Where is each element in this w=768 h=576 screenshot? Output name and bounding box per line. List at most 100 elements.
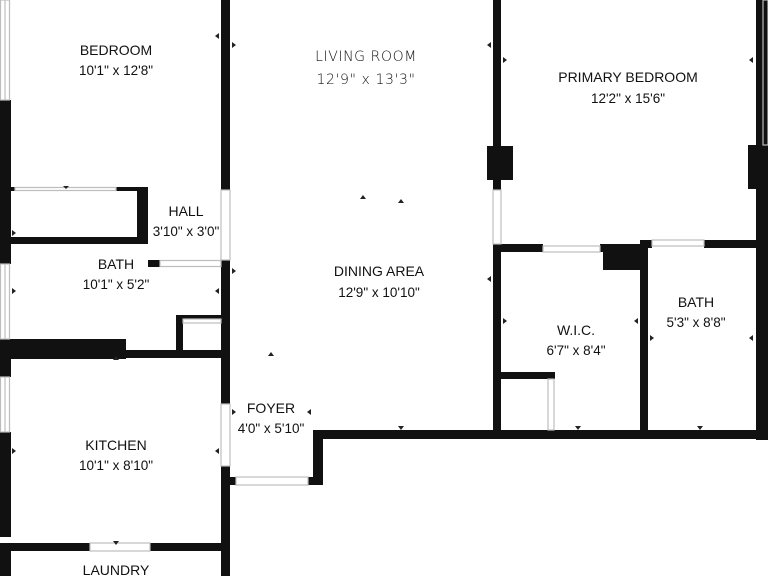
room-name: DINING AREA bbox=[334, 263, 425, 279]
room-foyer: FOYER 4'0" x 5'10" bbox=[238, 400, 305, 436]
marker bbox=[12, 448, 16, 454]
marker bbox=[268, 352, 274, 356]
marker bbox=[215, 33, 219, 39]
marker bbox=[749, 57, 753, 63]
room-dimensions: 5'3" x 8'8" bbox=[666, 315, 725, 330]
room-kitchen: KITCHEN 10'1" x 8'10" bbox=[79, 437, 153, 473]
marker bbox=[232, 268, 236, 274]
wall-bath-bottom-thick bbox=[0, 339, 126, 359]
marker bbox=[215, 288, 219, 294]
wic-shelf-edge bbox=[547, 378, 555, 431]
room-dimensions: 10'1" x 5'2" bbox=[83, 277, 150, 292]
wall-foyer-right bbox=[313, 430, 323, 485]
door-bedroom-right-top bbox=[762, 0, 768, 146]
wall-hall-left bbox=[137, 187, 148, 244]
room-primary-bedroom: PRIMARY BEDROOM 12'2" x 15'6" bbox=[558, 69, 698, 106]
room-dimensions: 4'0" x 5'10" bbox=[238, 421, 305, 436]
room-name: BATH bbox=[98, 256, 134, 272]
wall-left-outer-kitchen-low bbox=[0, 432, 11, 537]
wall-bedroom-right bbox=[221, 0, 230, 190]
marker bbox=[12, 288, 16, 294]
room-labels: BEDROOM 10'1" x 12'8" LIVING ROOM 12'9" … bbox=[79, 42, 726, 576]
dimension-markers bbox=[12, 33, 753, 545]
wall-kitchen-bottom-left bbox=[0, 543, 90, 551]
wall-left-outer-mid bbox=[0, 195, 11, 245]
room-dimensions: 10'1" x 12'8" bbox=[79, 63, 153, 78]
marker bbox=[575, 426, 581, 430]
room-dimensions: 12'9" x 13'3" bbox=[316, 72, 415, 88]
wall-left-outer-top bbox=[0, 100, 11, 195]
room-dimensions: 3'10" x 3'0" bbox=[153, 224, 220, 239]
room-name: LIVING ROOM bbox=[315, 49, 417, 65]
marker bbox=[749, 335, 753, 341]
room-dimensions: 6'7" x 8'4" bbox=[546, 343, 605, 358]
room-name: W.I.C. bbox=[557, 322, 595, 338]
marker bbox=[113, 541, 119, 545]
wall-wic-bath-divider bbox=[640, 240, 648, 439]
room-dimensions: 10'1" x 8'10" bbox=[79, 458, 153, 473]
room-bath-1: BATH 10'1" x 5'2" bbox=[83, 256, 150, 292]
wall-left-outer-bath bbox=[0, 244, 11, 264]
room-dimensions: 12'2" x 15'6" bbox=[591, 91, 665, 106]
wall-bath-top bbox=[11, 237, 148, 244]
wall-hall-bottom-stub bbox=[148, 260, 160, 267]
door-bath2-top bbox=[651, 239, 705, 247]
wall-kitchen-right bbox=[221, 358, 230, 404]
room-name: BEDROOM bbox=[80, 42, 152, 58]
marker bbox=[398, 426, 404, 430]
marker bbox=[503, 318, 507, 324]
room-living-room: LIVING ROOM 12'9" x 13'3" bbox=[315, 49, 417, 88]
door-closet-top bbox=[182, 318, 222, 324]
wall-primary-bottom bbox=[493, 430, 768, 439]
wall-wic-shelf bbox=[501, 372, 555, 379]
door-foyer-bottom bbox=[235, 476, 309, 486]
room-name: KITCHEN bbox=[85, 437, 146, 453]
wall-wic-top-block bbox=[603, 244, 643, 270]
room-name: BATH bbox=[678, 294, 714, 310]
wall-bath2-top-right bbox=[704, 240, 760, 248]
wall-dining-bottom bbox=[313, 430, 500, 439]
wall-kitchen-bottom-right bbox=[150, 543, 230, 551]
marker bbox=[113, 356, 119, 360]
marker bbox=[63, 186, 69, 189]
wall-left-outer-bottom bbox=[0, 551, 11, 576]
marker bbox=[307, 409, 311, 415]
marker bbox=[634, 318, 638, 324]
marker bbox=[503, 57, 507, 63]
door-laundry bbox=[89, 542, 151, 552]
room-bedroom: BEDROOM 10'1" x 12'8" bbox=[79, 42, 153, 78]
marker bbox=[360, 195, 366, 199]
marker bbox=[215, 448, 219, 454]
wall-bath-bottom bbox=[126, 350, 230, 358]
room-name: LAUNDRY bbox=[83, 562, 150, 576]
marker bbox=[232, 409, 236, 415]
room-name: HALL bbox=[168, 203, 203, 219]
room-laundry: LAUNDRY bbox=[83, 562, 150, 576]
wall-primary-right-notch bbox=[748, 145, 758, 189]
wall-bath2-top-left bbox=[644, 240, 652, 248]
room-name: FOYER bbox=[247, 400, 295, 416]
room-dining-area: DINING AREA 12'9" x 10'10" bbox=[334, 263, 425, 300]
room-hall: HALL 3'10" x 3'0" bbox=[153, 203, 220, 239]
wall-foyer-bottom bbox=[230, 477, 236, 485]
wall-kitchen-right-low bbox=[221, 466, 230, 576]
marker bbox=[232, 42, 236, 48]
opening-center bbox=[492, 189, 502, 245]
wall-bedroom-bottom-left bbox=[11, 187, 15, 191]
wall-primary-right bbox=[756, 0, 768, 440]
openings bbox=[0, 0, 768, 552]
wall-left-outer-kitchen bbox=[0, 359, 11, 377]
marker bbox=[650, 335, 654, 341]
room-bath-2: BATH 5'3" x 8'8" bbox=[666, 294, 725, 330]
marker bbox=[697, 426, 703, 430]
room-dimensions: 12'9" x 10'10" bbox=[338, 285, 420, 300]
wall-wic-top-left bbox=[501, 244, 543, 252]
wall-bedroom-bottom-mid bbox=[116, 187, 148, 191]
room-name: PRIMARY BEDROOM bbox=[558, 69, 698, 85]
wall-center-upper bbox=[493, 0, 501, 190]
door-hall-right bbox=[220, 189, 231, 261]
door-hall-bottom bbox=[159, 259, 222, 268]
wall-center-lower bbox=[493, 244, 501, 439]
